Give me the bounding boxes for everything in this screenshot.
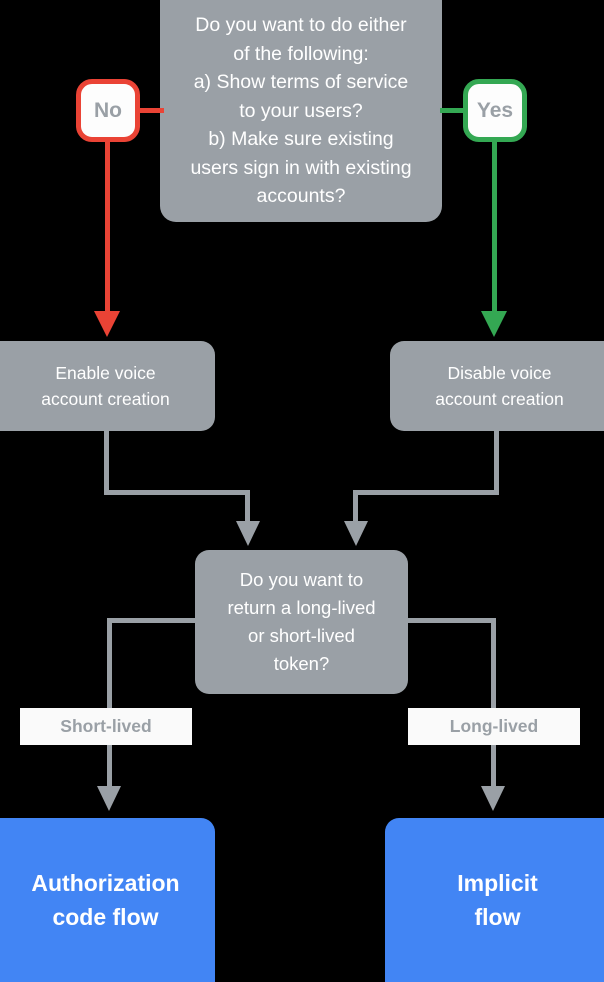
connector-yes-stub	[440, 108, 466, 113]
edge-label-short-lived[interactable]: Short-lived	[20, 708, 192, 745]
connector-disable-arrowhead	[344, 521, 368, 546]
branch-label-no[interactable]: No	[76, 79, 140, 142]
outcome-node-authorization-code-flow[interactable]: Authorization code flow	[0, 818, 215, 982]
connector-no-arrowhead	[94, 311, 120, 337]
connector-short-down	[107, 618, 112, 790]
decision-node-terms-or-existing-users[interactable]: Do you want to do either of the followin…	[160, 0, 442, 222]
edge-label-short-lived-text: Short-lived	[60, 716, 152, 736]
edge-label-long-lived[interactable]: Long-lived	[408, 708, 580, 745]
decision-two-text: Do you want to return a long-lived or sh…	[227, 569, 376, 674]
branch-label-no-text: No	[94, 98, 122, 122]
connector-long-arrowhead	[481, 786, 505, 811]
connector-disable-across	[353, 490, 499, 495]
connector-short-arrowhead	[97, 786, 121, 811]
branch-label-yes-text: Yes	[476, 98, 514, 122]
connector-enable-arrowhead	[236, 521, 260, 546]
connector-enable-across	[104, 490, 250, 495]
enable-box-text: Enable voice account creation	[41, 363, 170, 409]
action-node-enable-voice-account-creation[interactable]: Enable voice account creation	[0, 341, 215, 431]
disable-box-text: Disable voice account creation	[435, 363, 564, 409]
connector-long-across	[403, 618, 496, 623]
connector-yes-line	[492, 138, 497, 312]
decision-node-token-lifetime[interactable]: Do you want to return a long-lived or sh…	[195, 550, 408, 694]
connector-disable-down	[494, 431, 499, 494]
connector-disable-drop	[353, 490, 358, 522]
connector-yes-arrowhead	[481, 311, 507, 337]
connector-enable-drop	[245, 490, 250, 522]
branch-label-yes[interactable]: Yes	[463, 79, 527, 142]
outcome-node-implicit-flow[interactable]: Implicit flow	[385, 818, 604, 982]
connector-no-stub	[138, 108, 164, 113]
connector-long-down	[491, 618, 496, 790]
connector-no-line	[105, 138, 110, 312]
auth-box-text: Authorization code flow	[31, 870, 180, 930]
edge-label-long-lived-text: Long-lived	[449, 716, 539, 736]
action-node-disable-voice-account-creation[interactable]: Disable voice account creation	[390, 341, 604, 431]
decision-one-text: Do you want to do either of the followin…	[190, 14, 412, 208]
connector-short-across	[107, 618, 200, 623]
implicit-box-text: Implicit flow	[457, 870, 538, 930]
connector-enable-down	[104, 431, 109, 494]
